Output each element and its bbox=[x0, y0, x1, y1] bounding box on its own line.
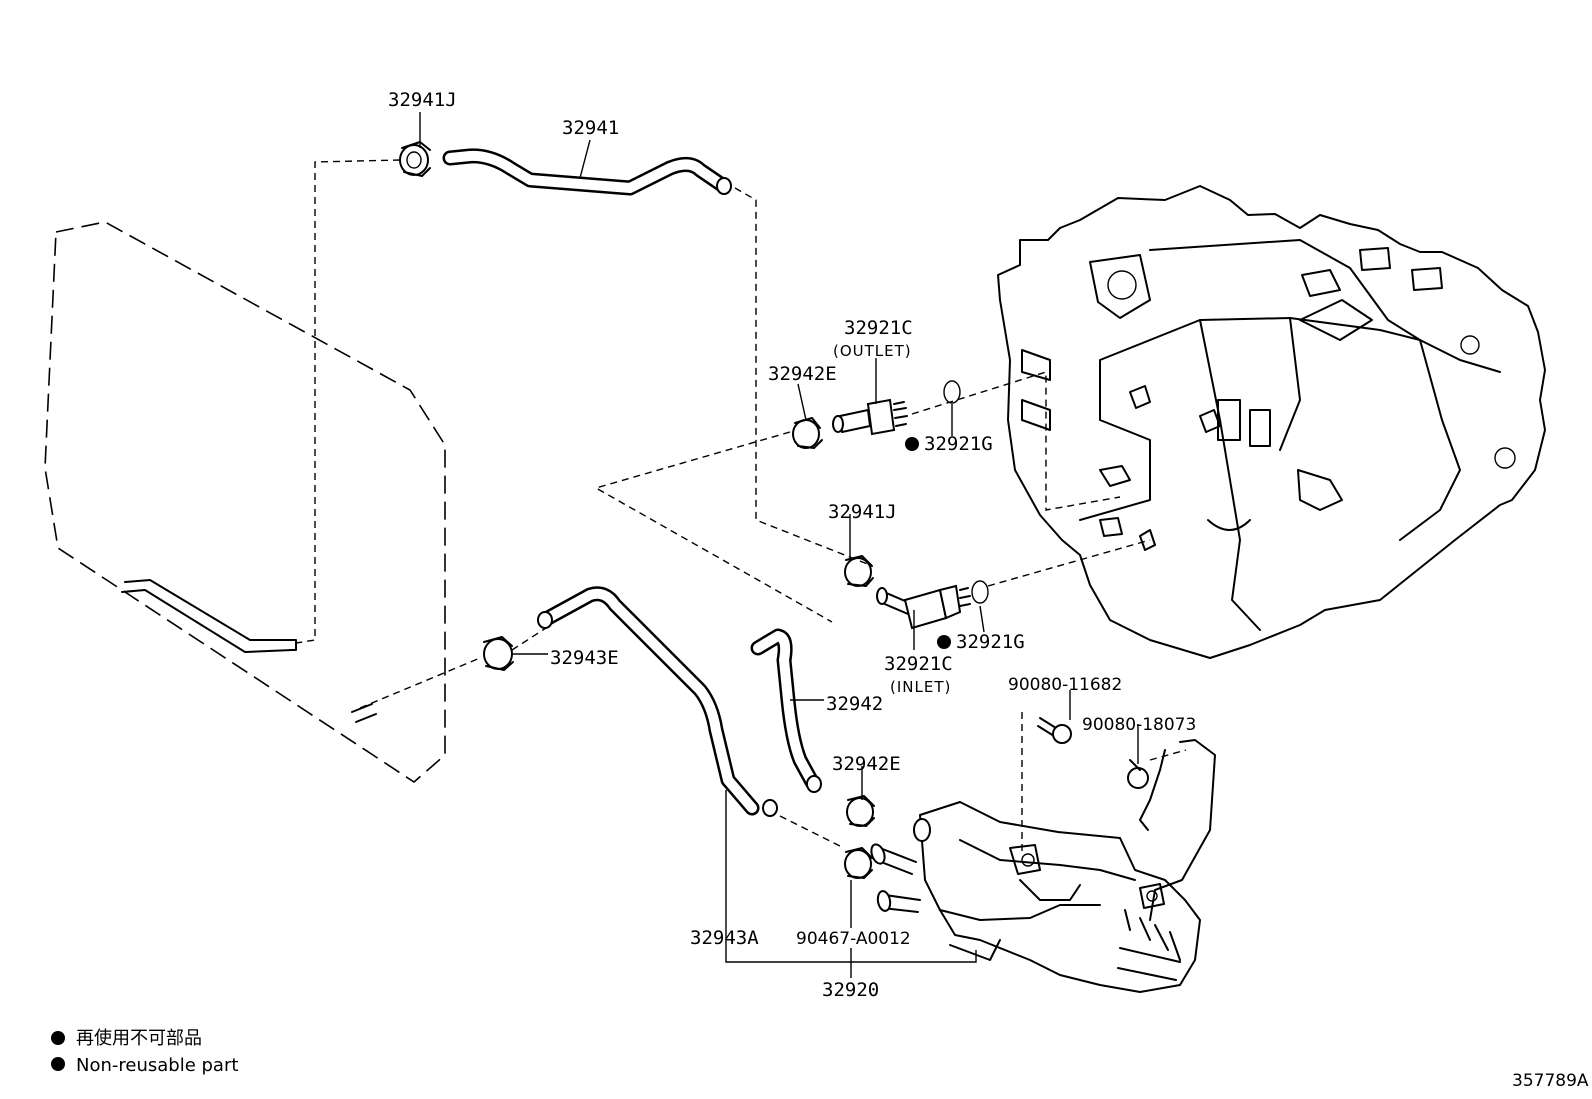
legend-en-text: Non-reusable part bbox=[76, 1055, 238, 1076]
legend-jp-text: 再使用不可部品 bbox=[76, 1028, 202, 1049]
label-inlet-note: (INLET) bbox=[890, 678, 951, 696]
hose-32942 bbox=[750, 628, 822, 793]
clamp-32941J-mid bbox=[844, 555, 874, 587]
leader-lines bbox=[419, 112, 1139, 978]
union-32921C-outlet bbox=[832, 398, 908, 436]
label-32941J-top: 32941J bbox=[388, 89, 457, 111]
bolt-90080-11682 bbox=[1037, 717, 1072, 744]
gasket-32921G-bottom bbox=[971, 580, 989, 604]
oil-cooler-assembly bbox=[870, 739, 1216, 993]
clamp-32942E-top bbox=[792, 417, 823, 449]
label-32943E: 32943E bbox=[550, 647, 619, 669]
label-32942E-bottom: 32942E bbox=[832, 753, 901, 775]
non-reusable-marker-bottom bbox=[937, 635, 951, 649]
label-90467-A0012: 90467-A0012 bbox=[796, 929, 911, 949]
label-32941: 32941 bbox=[562, 117, 619, 139]
illustration-code: 357789A bbox=[1512, 1071, 1589, 1091]
radiator-outline bbox=[44, 221, 446, 784]
label-32942: 32942 bbox=[826, 693, 883, 715]
label-32942E-top: 32942E bbox=[768, 363, 837, 385]
label-outlet-note: (OUTLET) bbox=[833, 342, 912, 360]
union-32921C-inlet bbox=[876, 584, 971, 630]
legend-bullet-en bbox=[51, 1057, 65, 1071]
assembly-guide-lines bbox=[295, 159, 1187, 852]
label-32921G-bottom: 32921G bbox=[956, 631, 1025, 653]
nut-90080-18073 bbox=[1127, 759, 1149, 789]
hose-32943A bbox=[537, 586, 778, 817]
label-90080-18073: 90080-18073 bbox=[1082, 715, 1196, 735]
label-32943A: 32943A bbox=[690, 927, 759, 949]
label-32921C-inlet: 32921C bbox=[884, 653, 953, 675]
hose-32941 bbox=[442, 148, 732, 196]
non-reusable-marker-top bbox=[905, 437, 919, 451]
label-32920: 32920 bbox=[822, 979, 879, 1001]
label-32921C-outlet: 32921C bbox=[844, 317, 913, 339]
legend-bullet-jp bbox=[51, 1031, 65, 1045]
clamp-32943E bbox=[483, 636, 514, 671]
clamp-32942E-bottom bbox=[846, 795, 875, 827]
transmission-housing bbox=[997, 185, 1546, 659]
label-90080-11682: 90080-11682 bbox=[1008, 675, 1122, 695]
gasket-32921G-top bbox=[943, 380, 961, 404]
clamp-32941J-top bbox=[399, 141, 431, 177]
label-32921G-top: 32921G bbox=[924, 433, 993, 455]
clamp-90467-A0012 bbox=[844, 847, 873, 879]
label-32941J-mid: 32941J bbox=[828, 501, 897, 523]
